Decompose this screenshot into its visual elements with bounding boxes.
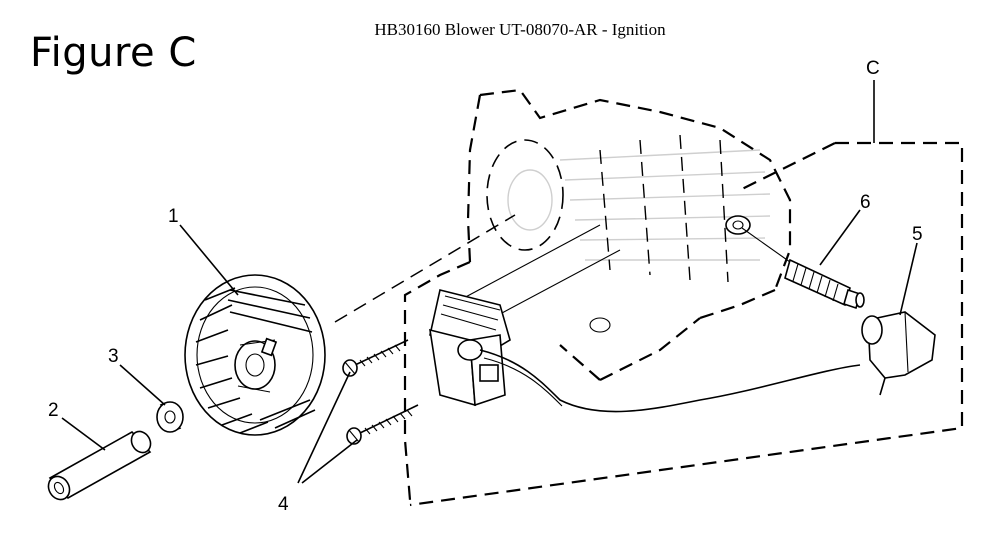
callout-6: 6 (860, 192, 871, 213)
callout-1: 1 (168, 206, 179, 227)
assembly-leader-lines (334, 214, 791, 331)
callout-4: 4 (278, 494, 289, 515)
group-c-bracket (409, 80, 964, 507)
screw-lower (346, 404, 419, 445)
sleeve-tube (47, 430, 152, 501)
callout-c: C (866, 58, 880, 79)
page-title: HB30160 Blower UT-08070-AR - Ignition (374, 20, 666, 39)
figure-label: Figure C (30, 30, 197, 76)
callout-5: 5 (912, 224, 923, 245)
spark-plug-boot (861, 311, 936, 396)
spark-plug (784, 258, 865, 310)
callout-leaders (61, 209, 918, 484)
engine-phantom-outline (403, 88, 792, 501)
flywheel (184, 274, 326, 436)
screw-upper (342, 339, 409, 377)
callout-3: 3 (108, 346, 119, 367)
callout-2: 2 (48, 400, 59, 421)
ignition-coil (429, 289, 861, 413)
washer (156, 401, 184, 433)
